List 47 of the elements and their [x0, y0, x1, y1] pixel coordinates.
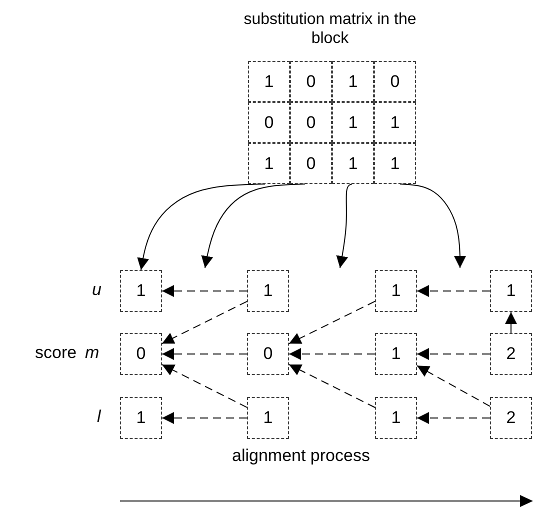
- score-box: 1: [120, 270, 162, 312]
- matrix-title: substitution matrix in the block: [242, 10, 418, 48]
- matrix-cell: 0: [248, 102, 290, 143]
- arrow: [162, 300, 248, 344]
- arrow: [162, 364, 248, 408]
- arrow: [416, 285, 490, 297]
- row-label: score: [35, 343, 77, 363]
- matrix-cell: 0: [374, 61, 416, 102]
- arrow: [162, 412, 248, 424]
- arrow: [416, 365, 490, 407]
- arrow: [400, 184, 466, 268]
- arrow: [288, 348, 376, 360]
- matrix-cell: 1: [374, 143, 416, 184]
- arrow: [162, 285, 248, 297]
- matrix-cell: 1: [374, 102, 416, 143]
- score-box: 1: [120, 397, 162, 439]
- matrix-cell: 1: [248, 143, 290, 184]
- score-box: 0: [247, 333, 289, 375]
- arrow: [137, 184, 266, 270]
- score-box: 2: [490, 397, 532, 439]
- row-label: u: [92, 280, 102, 300]
- arrow: [416, 412, 490, 424]
- score-box: 1: [247, 397, 289, 439]
- score-box: 1: [375, 397, 417, 439]
- matrix-cell: 1: [332, 61, 374, 102]
- matrix-cell: 1: [248, 61, 290, 102]
- score-box: 1: [375, 270, 417, 312]
- score-box: 1: [247, 270, 289, 312]
- arrow: [288, 300, 376, 344]
- arrow: [505, 312, 517, 334]
- matrix-cell: 1: [332, 102, 374, 143]
- matrix-cell: 1: [332, 143, 374, 184]
- arrow: [336, 184, 352, 268]
- row-label: m: [85, 343, 100, 363]
- matrix-cell: 0: [290, 61, 332, 102]
- arrow: [201, 184, 306, 268]
- score-box: 0: [120, 333, 162, 375]
- score-box: 1: [490, 270, 532, 312]
- score-box: 2: [490, 333, 532, 375]
- arrow: [416, 348, 490, 360]
- arrow: [288, 364, 376, 408]
- row-label: l: [97, 407, 101, 427]
- arrow: [162, 348, 248, 360]
- axis-label: alignment process: [232, 446, 370, 466]
- matrix-cell: 0: [290, 102, 332, 143]
- score-box: 1: [375, 333, 417, 375]
- matrix-cell: 0: [290, 143, 332, 184]
